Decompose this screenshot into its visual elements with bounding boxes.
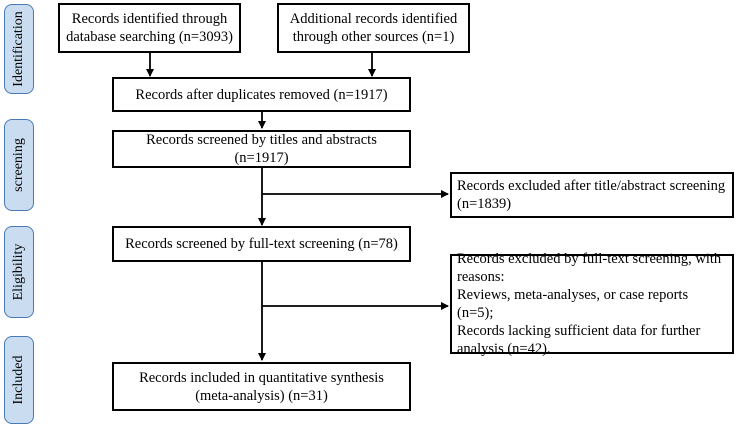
other-sources-box: Additional records identified through ot… <box>277 3 470 53</box>
database-search-box: Records identified through database sear… <box>58 3 241 53</box>
fulltext-screened-box: Records screened by full-text screening … <box>112 226 411 262</box>
stage-label-identification: Identification <box>4 4 34 94</box>
duplicates-removed-box: Records after duplicates removed (n=1917… <box>112 77 411 112</box>
excluded-title-box: Records excluded after title/abstract sc… <box>450 172 734 218</box>
included-box: Records included in quantitative synthes… <box>112 362 411 411</box>
stage-label-included: Included <box>4 336 34 424</box>
excluded-fulltext-box: Records excluded by full-text screening,… <box>450 251 734 357</box>
stage-label-screening: screening <box>4 119 34 211</box>
screened-titles-box: Records screened by titles and abstracts… <box>112 130 411 168</box>
stage-label-eligibility: Eligibility <box>4 226 34 318</box>
